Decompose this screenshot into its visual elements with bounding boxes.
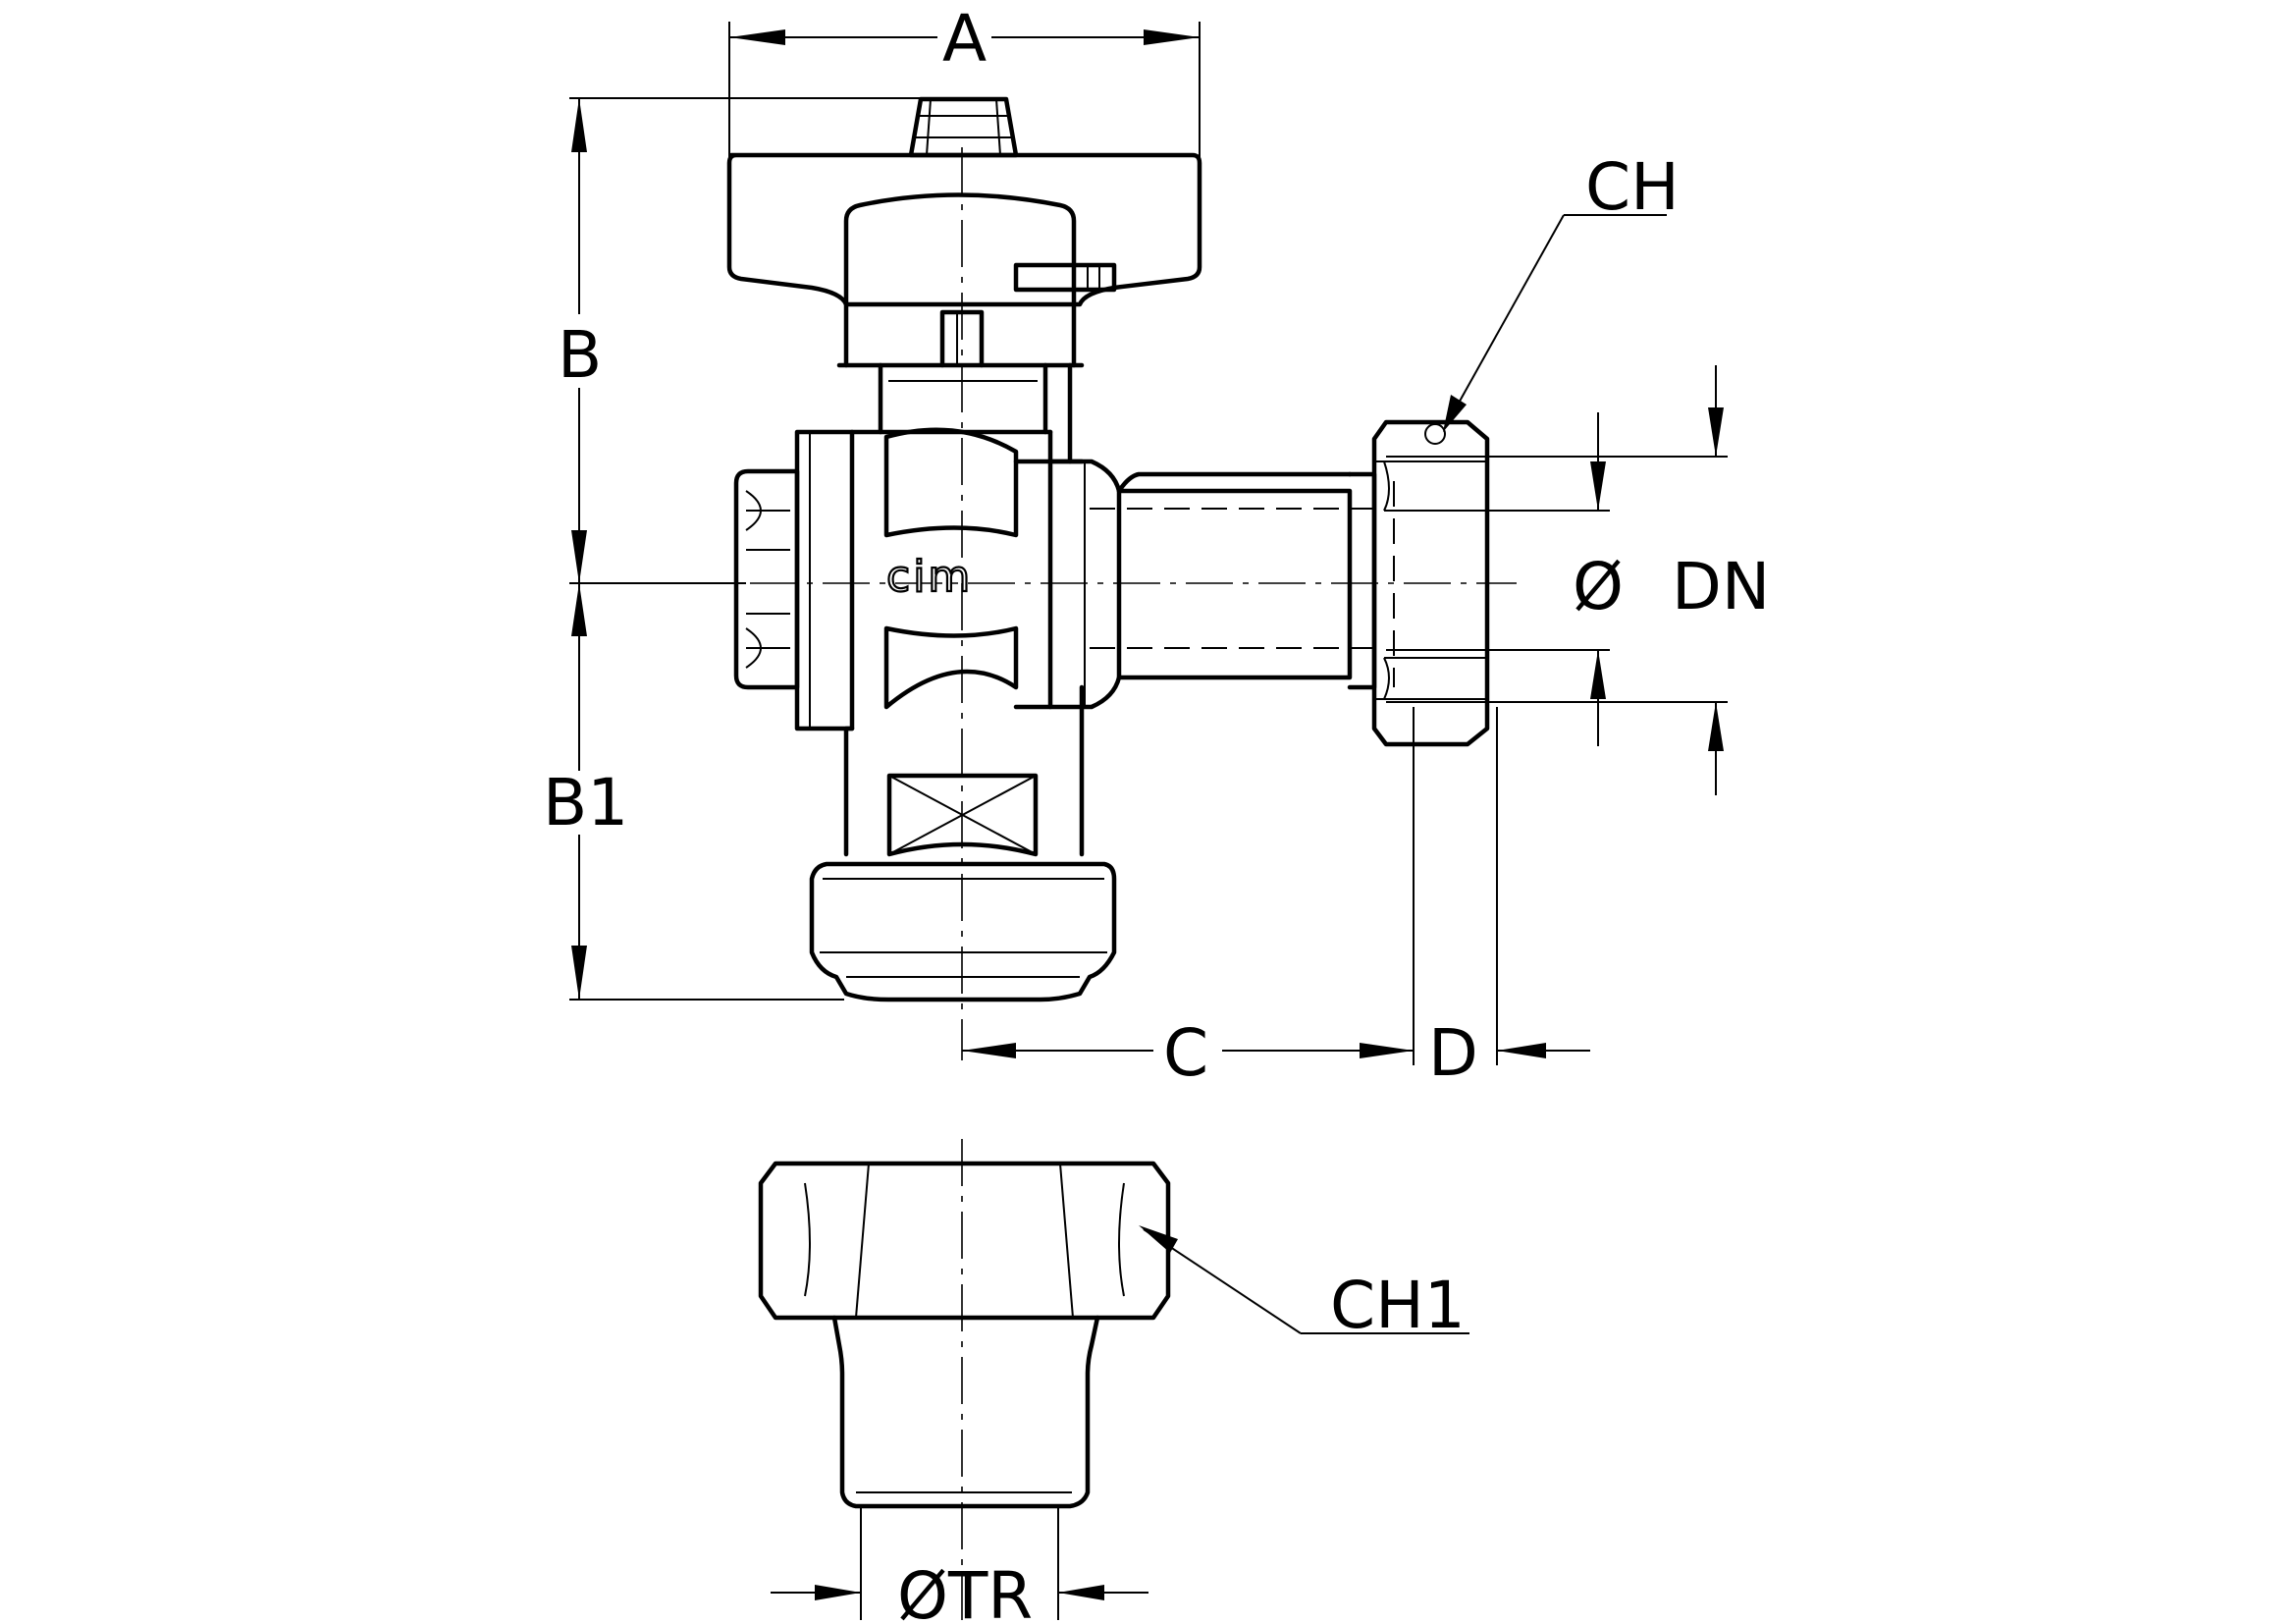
- dimension-CH: CH: [1443, 149, 1680, 432]
- right-collar: [1047, 459, 1122, 710]
- dimension-label-B: B: [558, 317, 602, 393]
- union-nut: [1371, 419, 1490, 747]
- lower-nut: [809, 861, 1117, 1002]
- center-lines: [677, 147, 1517, 1620]
- lock-pin: [1013, 262, 1117, 293]
- dimension-DN: DN: [1672, 365, 1770, 795]
- handle-cap: [843, 192, 1077, 368]
- dimension-label-DN: DN: [1672, 549, 1770, 624]
- dimension-label-A: A: [942, 1, 987, 77]
- dimension-CH1: CH1: [1139, 1225, 1469, 1343]
- dimension-label-C: C: [1163, 1015, 1208, 1091]
- handle: [726, 96, 1202, 368]
- dimension-TR: ØTR: [771, 1508, 1148, 1624]
- dimension-diameter: Ø: [1386, 412, 1728, 746]
- dimension-B1: B1: [543, 582, 844, 1001]
- left-flange: [794, 429, 855, 731]
- tail-piece: [831, 1315, 1100, 1509]
- dimension-label-diameter: Ø: [1573, 549, 1624, 624]
- right-outlet: [1090, 419, 1490, 747]
- dimension-label-CH: CH: [1585, 149, 1680, 225]
- dimension-B: B: [558, 97, 923, 583]
- dimension-label-CH1: CH1: [1330, 1268, 1466, 1343]
- dimension-label-B1: B1: [543, 765, 628, 840]
- dimension-A: A: [728, 1, 1201, 157]
- butterfly-lever: [726, 152, 1202, 307]
- dimension-D: D: [1428, 707, 1590, 1091]
- valve-body: cim: [794, 427, 1122, 857]
- lower-body: [809, 773, 1117, 1002]
- dimension-label-TR: ØTR: [897, 1558, 1033, 1624]
- dimension-label-D: D: [1428, 1015, 1478, 1091]
- stem: [878, 362, 1073, 464]
- dimension-C: C: [962, 707, 1415, 1091]
- bottom-detail: [758, 1161, 1171, 1509]
- left-plug: [733, 468, 800, 690]
- hex-nut-detail: [758, 1161, 1171, 1321]
- brand-logo: cim: [886, 552, 973, 602]
